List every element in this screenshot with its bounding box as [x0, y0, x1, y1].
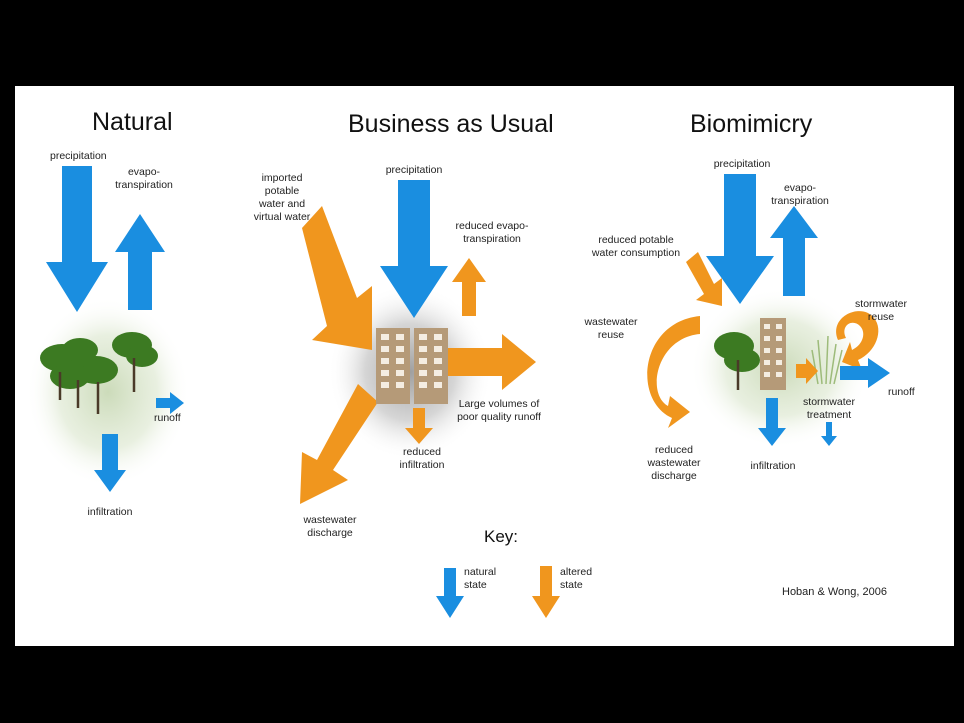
bio-reduced-potable-arrow [686, 252, 722, 306]
bau-runoff-label: Large volumes of poor quality runoff [457, 398, 541, 423]
bio-infiltration-label: infiltration [750, 460, 796, 472]
bio-stormwater-treatment-label: stormwater treatment [803, 396, 855, 421]
key-altered-label: altered state [560, 566, 593, 591]
bau-imported-water-arrow [302, 206, 372, 350]
bio-precipitation-arrow [706, 174, 774, 304]
bau-reduced-evapo-label: reduced evapo- transpiration [455, 220, 529, 245]
bau-wastewater-label: wastewater discharge [303, 514, 357, 539]
bau-wastewater-arrow [300, 384, 378, 504]
bio-stormwater-reuse-label: stormwater reuse [855, 298, 907, 323]
bio-reeds [811, 335, 843, 385]
bio-stormwater-reuse-arrow [836, 311, 879, 370]
natural-infiltration-arrow [94, 434, 126, 492]
bau-reduced-evapo-arrow [452, 258, 486, 316]
bio-runoff-label: runoff [888, 386, 915, 398]
natural-runoff-arrow [156, 392, 184, 414]
bio-wastewater-reuse-arrow [647, 316, 700, 428]
bio-precipitation-label: precipitation [713, 158, 771, 170]
bio-infiltration-arrow [758, 398, 786, 446]
natural-evapotranspiration-arrow [115, 214, 165, 310]
bio-evapotranspiration-arrow [770, 206, 818, 296]
title-natural: Natural [92, 108, 173, 136]
bio-treatment-flow-arrow [796, 358, 818, 384]
title-biomimicry: Biomimicry [690, 110, 813, 138]
bau-imported-label: imported potable water and virtual water [253, 172, 311, 223]
key-title: Key: [484, 527, 519, 546]
bio-reduced-potable-label: reduced potable water consumption [591, 234, 681, 259]
bio-reduced-wastewater-label: reduced wastewater discharge [647, 444, 701, 482]
natural-runoff-label: runoff [154, 412, 181, 424]
bau-precipitation-label: precipitation [385, 164, 443, 176]
bau-runoff-arrow [446, 334, 536, 390]
natural-precipitation-label: precipitation [50, 150, 107, 162]
source-credit: Hoban & Wong, 2006 [782, 586, 887, 598]
bio-tree [714, 332, 760, 390]
natural-infiltration-label: infiltration [87, 506, 133, 518]
bio-stormwater-infiltration-arrow [821, 422, 837, 446]
bio-wastewater-reuse-label: wastewater reuse [584, 316, 638, 341]
bau-buildings [376, 328, 448, 404]
key-natural-label: natural state [464, 566, 497, 591]
natural-precipitation-arrow [46, 166, 108, 312]
natural-evapotranspiration-label: evapo- transpiration [115, 166, 173, 191]
bau-precipitation-arrow [380, 180, 448, 318]
key-altered-arrow [532, 566, 560, 618]
bio-building [760, 318, 786, 390]
key-natural-arrow [436, 568, 464, 618]
title-business-as-usual: Business as Usual [348, 110, 554, 138]
bio-runoff-arrow [840, 358, 890, 388]
bau-reduced-infiltration-arrow [405, 408, 433, 444]
bio-evapotranspiration-label: evapo- transpiration [771, 182, 829, 207]
bau-reduced-infiltration-label: reduced infiltration [399, 446, 445, 471]
